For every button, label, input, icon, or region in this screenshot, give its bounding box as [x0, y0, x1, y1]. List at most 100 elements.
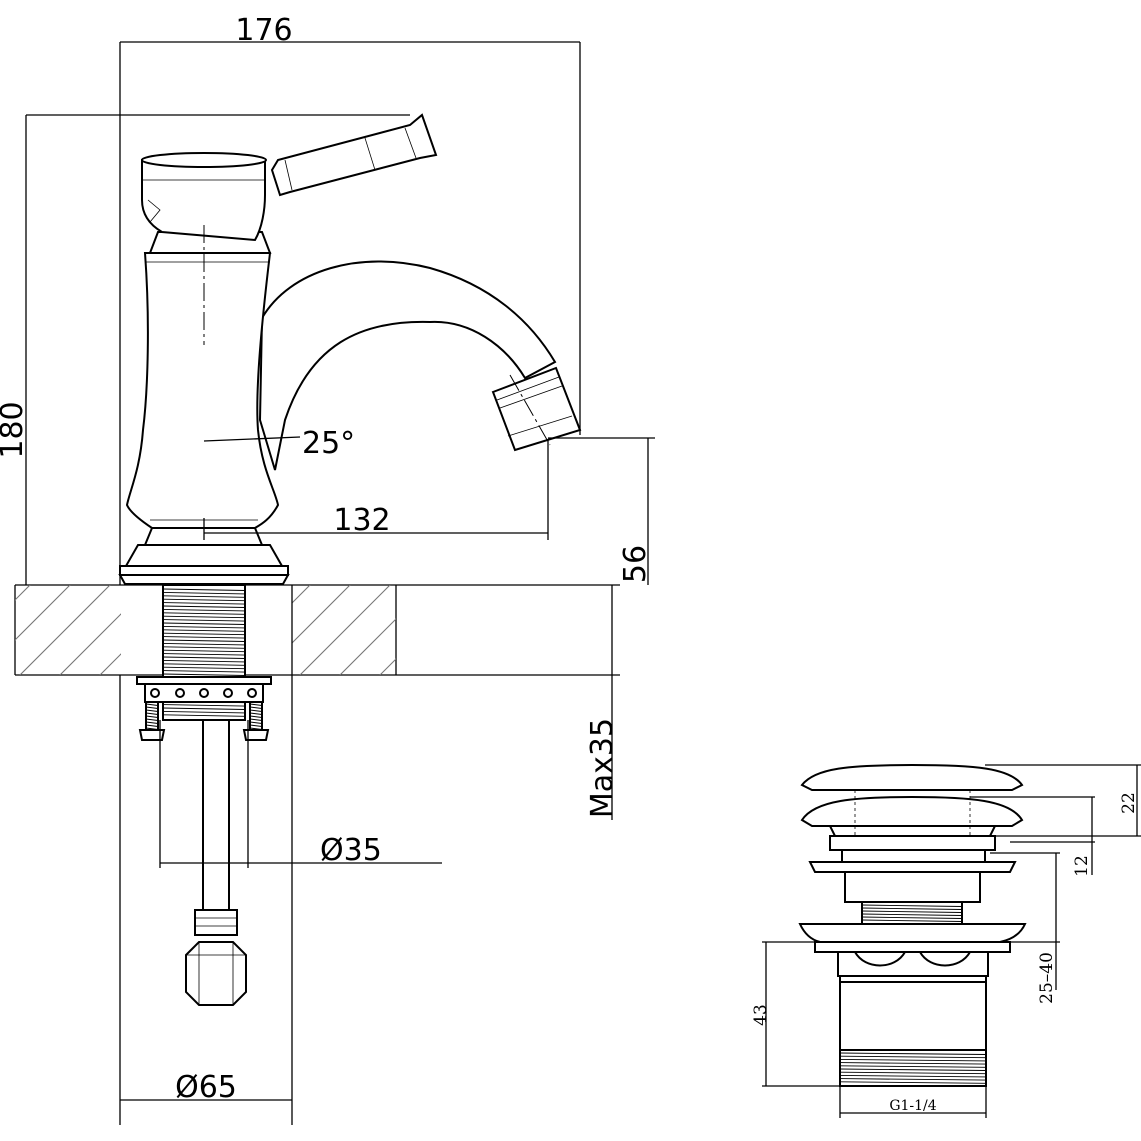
thread-line — [249, 721, 263, 724]
thread-line — [145, 703, 159, 706]
thread-line — [162, 659, 246, 663]
drain-body — [839, 981, 987, 1051]
thread-line — [145, 718, 159, 721]
thread-line — [249, 718, 263, 721]
thread-line — [162, 646, 246, 649]
dimension-max-deck: Max35 — [585, 585, 620, 820]
dimension-hole: Ø35 — [159, 720, 442, 868]
handle-cap — [141, 152, 267, 242]
thread-line — [162, 605, 246, 608]
thread-line — [162, 632, 246, 636]
thread-line — [249, 703, 263, 706]
dimension-thread: G1-1/4 — [839, 1086, 987, 1118]
thread-line — [839, 1081, 987, 1084]
dimension-reach: 132 — [203, 440, 549, 540]
thread-line — [162, 714, 246, 717]
thread-line — [162, 639, 246, 642]
thread-line — [861, 907, 963, 910]
thread-line — [162, 595, 246, 598]
dimension-base: Ø65 — [119, 585, 293, 1125]
dimension-height: 180 — [0, 114, 410, 585]
thread-line — [162, 707, 246, 710]
thread-line — [861, 916, 963, 919]
thread-line — [145, 727, 159, 730]
thread-line — [839, 1074, 987, 1078]
dimension-cap: 22 — [985, 764, 1141, 837]
faucet-drawing: 176 180 25° 132 56 Max35 — [0, 13, 655, 1125]
mounting-plate — [136, 676, 272, 703]
dimension-range: 25–40 — [990, 852, 1060, 1004]
thread-line — [145, 706, 159, 709]
drain-cap-top — [800, 763, 1024, 791]
dimension-width: 176 — [119, 13, 581, 585]
dimension-max-deck-label: Max35 — [585, 718, 620, 818]
dimension-body-label: 43 — [751, 1004, 771, 1026]
thread-line — [839, 1068, 987, 1071]
thread-line — [162, 670, 246, 673]
handle-lever — [270, 113, 438, 197]
dimension-base-label: Ø65 — [175, 1070, 237, 1105]
thread-line — [861, 913, 963, 916]
thread-line — [145, 724, 159, 727]
base-flange — [118, 527, 290, 585]
countertop-section — [14, 584, 620, 676]
thread-line — [162, 598, 246, 602]
thread-line — [145, 712, 159, 715]
dimension-cap-label: 22 — [1119, 792, 1139, 814]
drain-thread — [839, 1049, 987, 1087]
thread-line — [162, 588, 246, 591]
dimension-angle: 25° — [203, 426, 355, 461]
thread-line — [839, 1078, 987, 1081]
thread-line — [249, 712, 263, 715]
thread-line — [162, 625, 246, 629]
thread-line — [249, 706, 263, 709]
thread-line — [162, 629, 246, 632]
dimension-spout-height-label: 56 — [618, 545, 653, 583]
thread-line — [839, 1058, 987, 1062]
thread-line — [145, 715, 159, 718]
thread-line — [249, 715, 263, 718]
thread-line — [162, 622, 246, 625]
thread-line — [839, 1055, 987, 1059]
supply-hose — [185, 719, 247, 1006]
thread-line — [839, 1071, 987, 1075]
thread-line — [162, 615, 246, 619]
thread-line — [162, 666, 246, 670]
thread-line — [162, 591, 246, 595]
dimension-body: 43 — [751, 941, 840, 1087]
drain-drawing: 22 12 25–40 43 G1-1/4 — [751, 763, 1141, 1118]
dimension-range-label: 25–40 — [1037, 952, 1057, 1004]
thread-line — [162, 673, 246, 676]
hatch-right — [292, 585, 396, 675]
dimension-gap-label: 12 — [1072, 855, 1092, 877]
dimension-angle-label: 25° — [302, 426, 355, 461]
dimension-reach-label: 132 — [333, 503, 390, 538]
drain-nut — [837, 951, 989, 983]
drain-flange — [798, 923, 1027, 943]
dimension-spout-height: 56 — [548, 437, 655, 585]
faucet-body — [125, 252, 280, 529]
thread-line — [162, 602, 246, 605]
thread-line — [162, 663, 246, 666]
thread-line — [162, 608, 246, 612]
thread-line — [145, 721, 159, 724]
thread-line — [249, 727, 263, 730]
thread-line — [162, 612, 246, 615]
mounting-bolts — [138, 701, 270, 741]
thread-label: G1-1/4 — [889, 1098, 936, 1114]
thread-line — [162, 653, 246, 656]
thread-line — [839, 1062, 987, 1065]
thread-line — [162, 642, 246, 646]
thread-line — [162, 649, 246, 653]
thread-line — [839, 1052, 987, 1055]
thread-line — [162, 704, 246, 707]
hatch-left — [15, 585, 121, 675]
dimension-hole-label: Ø35 — [320, 833, 382, 868]
thread-line — [162, 656, 246, 659]
thread-line — [162, 636, 246, 639]
thread-line — [861, 910, 963, 913]
thread-line — [839, 1065, 987, 1068]
thread-line — [145, 709, 159, 712]
thread-line — [162, 710, 246, 714]
